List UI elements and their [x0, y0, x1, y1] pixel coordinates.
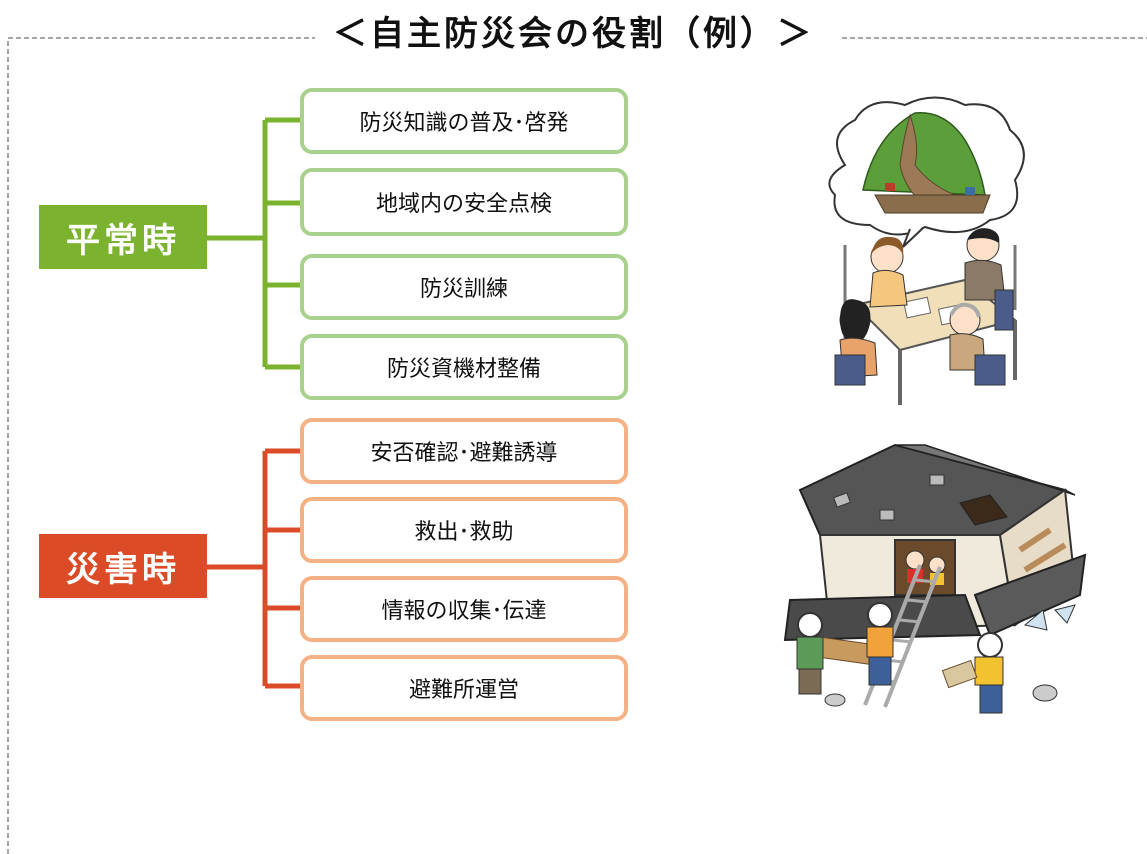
role-item-drill: 防災訓練 — [300, 254, 628, 320]
role-item-rescue: 救出･救助 — [300, 497, 628, 563]
rescue-illustration — [783, 443, 1087, 714]
role-item-shelter: 避難所運営 — [300, 655, 628, 721]
diagram-title: ＜自主防災会の役割（例）＞ — [0, 6, 1147, 55]
category-normal-times: 平常時 — [39, 205, 207, 269]
role-item-safety-inspection: 地域内の安全点検 — [300, 168, 628, 236]
category-disaster-times: 災害時 — [39, 534, 207, 598]
meeting-illustration — [828, 96, 1025, 405]
role-item-safety-evacuation: 安否確認･避難誘導 — [300, 418, 628, 484]
title-text: ＜自主防災会の役割（例）＞ — [315, 14, 832, 54]
role-item-information: 情報の収集･伝達 — [300, 576, 628, 642]
role-item-knowledge-spread: 防災知識の普及･啓発 — [300, 88, 628, 154]
role-item-equipment: 防災資機材整備 — [300, 334, 628, 400]
